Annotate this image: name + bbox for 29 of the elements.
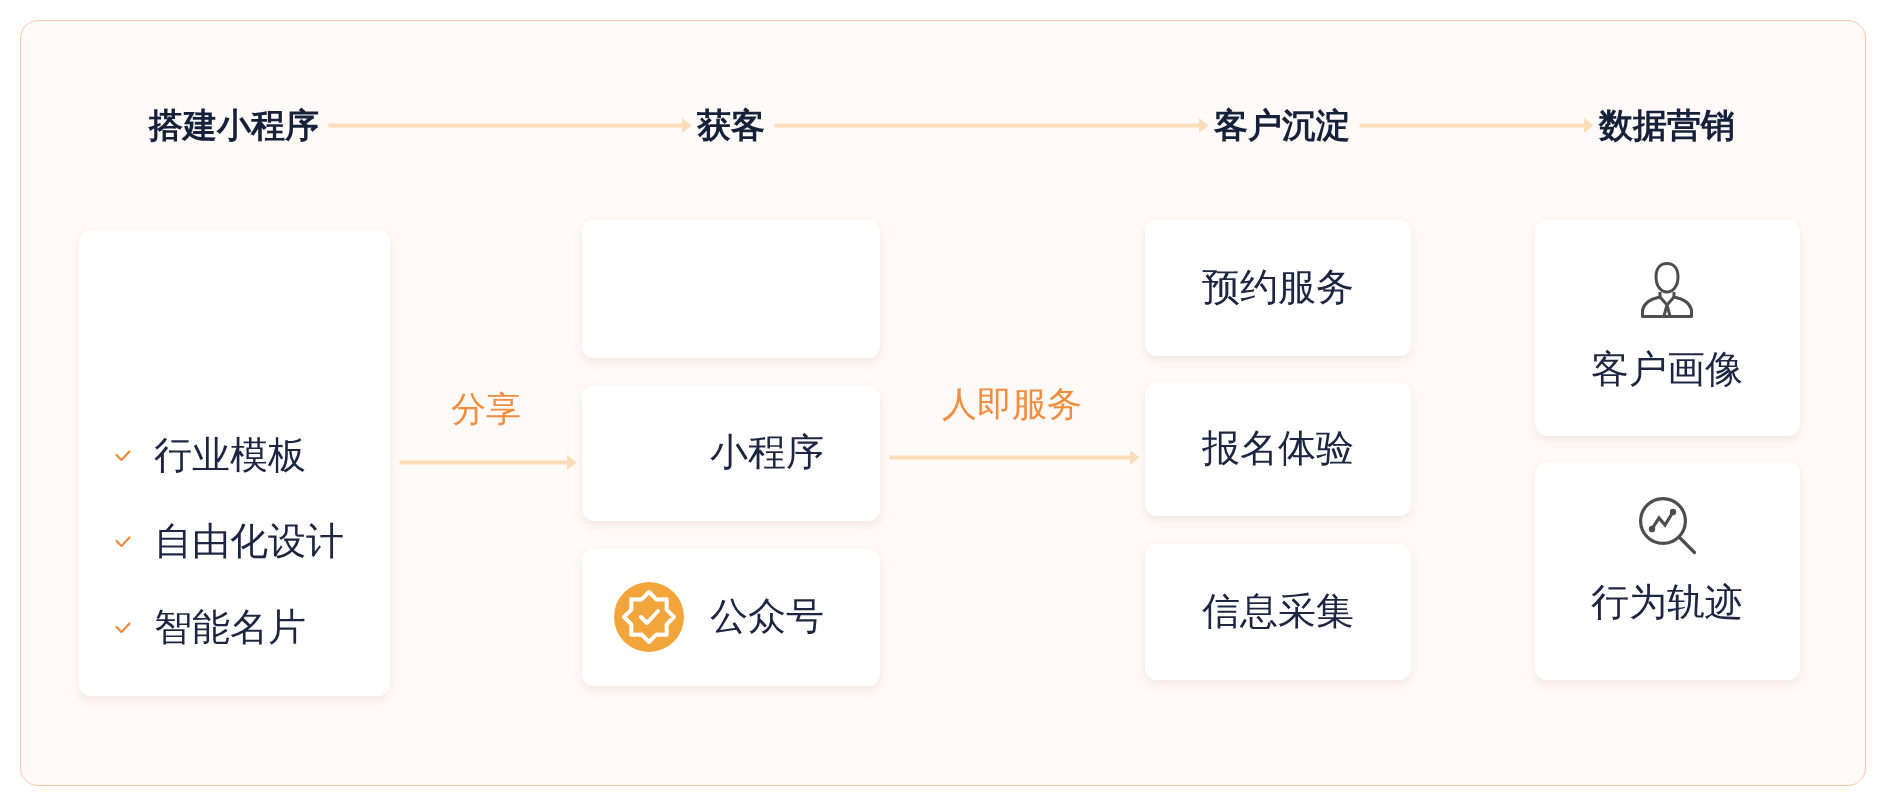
card-label: 预约服务	[1201, 265, 1354, 310]
feature-label: 自由化设计	[153, 519, 344, 564]
service-card	[1534, 461, 1800, 680]
card-label: 信息采集	[1201, 589, 1354, 634]
arrow	[328, 117, 692, 134]
service-card	[1144, 219, 1411, 356]
arrow	[889, 449, 1140, 466]
feature-label: 行业模板	[153, 433, 306, 478]
card-label: 客户画像	[1591, 347, 1743, 392]
card-label: 报名体验	[1201, 426, 1354, 471]
service-card	[581, 219, 880, 358]
stage-heading: 搭建小程序	[148, 105, 319, 146]
feature-card	[78, 229, 390, 696]
card-label: 公众号	[709, 595, 824, 639]
arrow	[399, 454, 577, 471]
service-card	[1144, 543, 1411, 680]
feature-label: 智能名片	[153, 605, 306, 650]
service-card	[1144, 381, 1411, 516]
arrow	[774, 117, 1209, 134]
stage-heading: 获客	[696, 105, 765, 146]
arrow	[1359, 117, 1594, 134]
stage-heading: 客户沉淀	[1213, 105, 1350, 146]
service-card	[1534, 219, 1800, 436]
service-card	[581, 548, 880, 686]
stage-heading: 数据营销	[1598, 105, 1735, 146]
service-card	[581, 385, 880, 521]
card-label: 小程序	[709, 431, 824, 475]
edge-label: 分享	[450, 388, 521, 429]
card-label: 行为轨迹	[1591, 580, 1743, 625]
